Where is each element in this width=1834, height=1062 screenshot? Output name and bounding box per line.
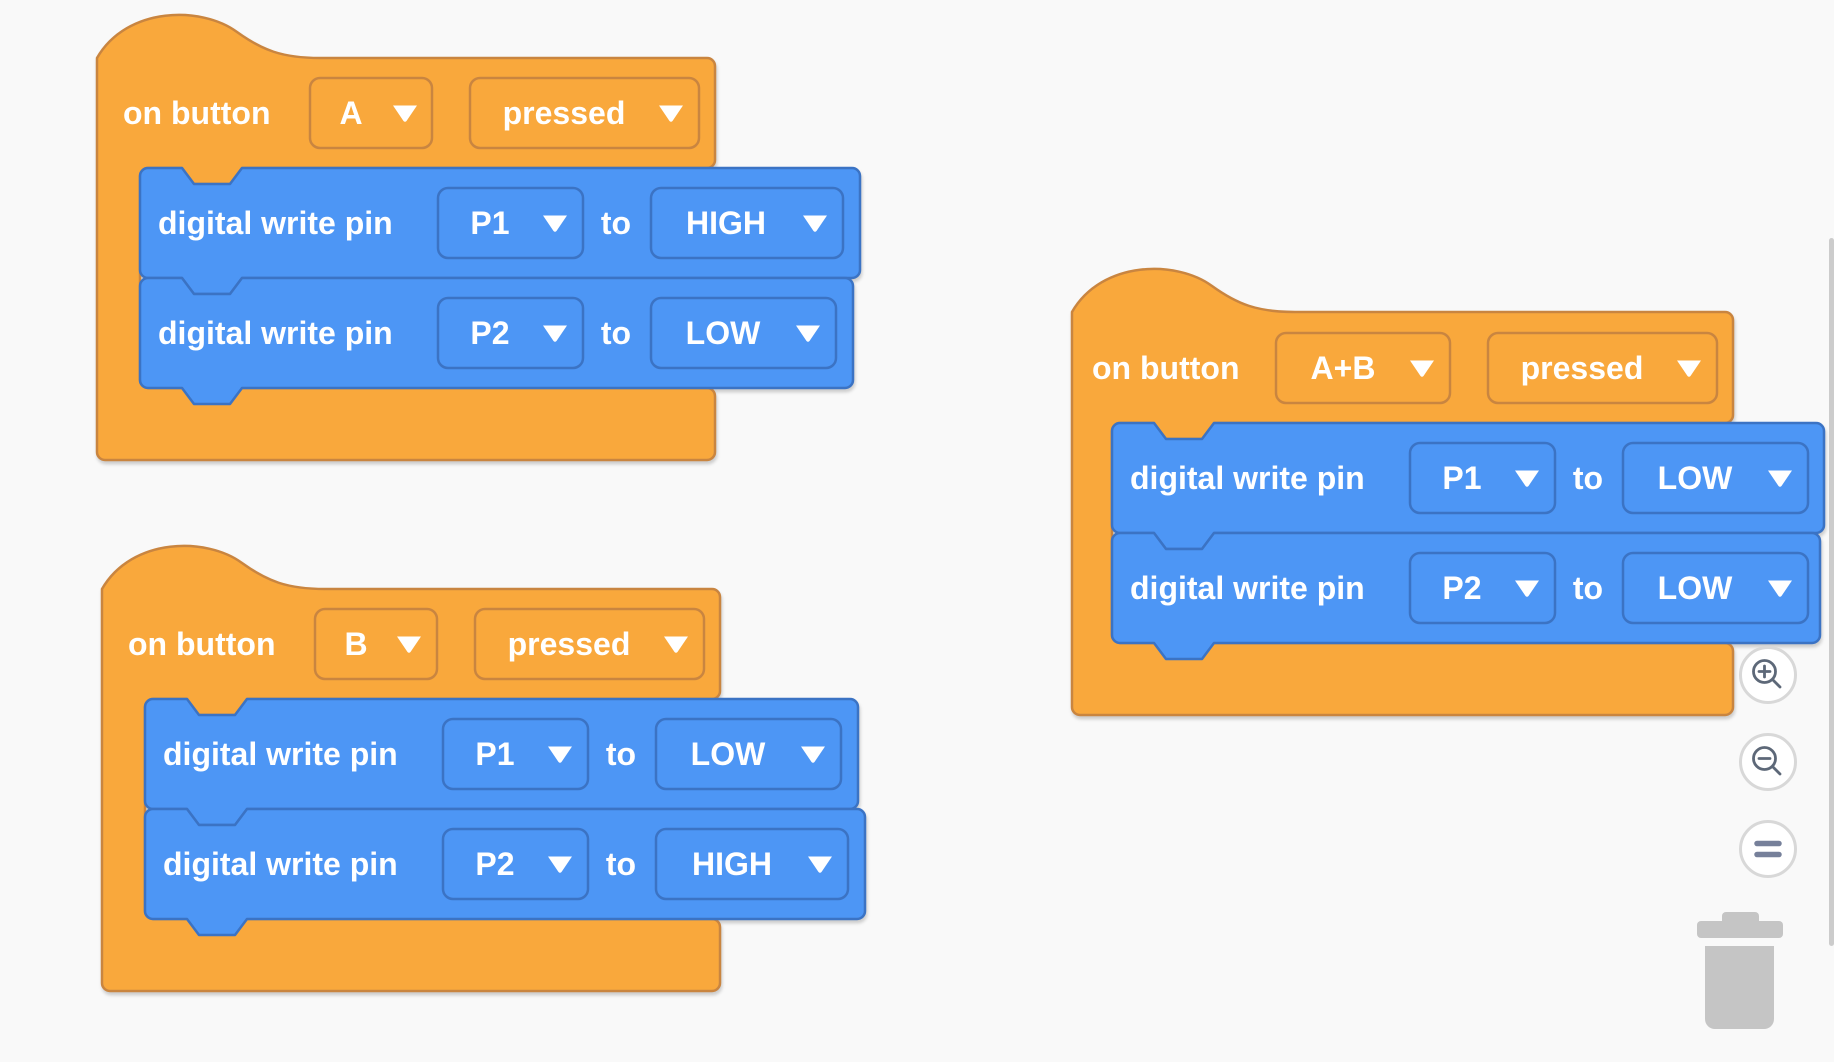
event-label: on button	[123, 95, 270, 131]
zoom-out-icon	[1752, 746, 1782, 776]
pin-dropdown-value: P2	[470, 315, 509, 351]
action-dropdown-value: pressed	[503, 95, 626, 131]
statement-label: digital write pin	[158, 315, 393, 351]
to-label: to	[1573, 460, 1603, 496]
to-label: to	[601, 205, 631, 241]
digital-write-pin-block[interactable]: digital write pin P2 to LOW	[1110, 531, 1822, 661]
statement-label: digital write pin	[1130, 570, 1365, 606]
to-label: to	[1573, 570, 1603, 606]
zoom-reset-button[interactable]	[1739, 820, 1797, 878]
trash-icon[interactable]	[1697, 912, 1783, 1029]
action-dropdown-value: pressed	[1521, 350, 1644, 386]
value-dropdown-value: LOW	[686, 315, 761, 351]
digital-write-pin-block[interactable]: digital write pin P1 to HIGH	[138, 166, 862, 296]
button-dropdown-value: B	[344, 626, 367, 662]
statement-label: digital write pin	[1130, 460, 1365, 496]
value-dropdown[interactable]: LOW	[649, 296, 838, 370]
statement-label: digital write pin	[158, 205, 393, 241]
value-dropdown-value: HIGH	[686, 205, 766, 241]
zoom-reset-icon	[1754, 840, 1782, 858]
script-on-button-a: on button A pressed digital write pin P1…	[95, 13, 862, 462]
button-dropdown[interactable]: A+B	[1274, 331, 1452, 405]
button-dropdown[interactable]: B	[313, 607, 439, 681]
pin-dropdown-value: P1	[470, 205, 509, 241]
script-on-button-b: on button B pressed digital write pin P1…	[100, 544, 867, 993]
value-dropdown-value: LOW	[1658, 570, 1733, 606]
value-dropdown[interactable]: LOW	[1621, 441, 1810, 515]
zoom-in-icon	[1752, 659, 1782, 689]
button-dropdown-value: A	[339, 95, 362, 131]
event-label: on button	[1092, 350, 1239, 386]
digital-write-pin-block[interactable]: digital write pin P1 to LOW	[1110, 421, 1826, 551]
to-label: to	[606, 736, 636, 772]
vertical-scrollbar[interactable]	[1829, 238, 1834, 946]
to-label: to	[606, 846, 636, 882]
event-label: on button	[128, 626, 275, 662]
value-dropdown[interactable]: LOW	[1621, 551, 1810, 625]
statement-label: digital write pin	[163, 846, 398, 882]
pin-dropdown-value: P2	[475, 846, 514, 882]
button-dropdown-value: A+B	[1311, 350, 1376, 386]
pin-dropdown[interactable]: P2	[436, 296, 585, 370]
pin-dropdown[interactable]: P1	[441, 717, 590, 791]
digital-write-pin-block[interactable]: digital write pin P2 to LOW	[138, 276, 855, 406]
pin-dropdown[interactable]: P1	[436, 186, 585, 260]
zoom-in-button[interactable]	[1739, 646, 1797, 704]
action-dropdown[interactable]: pressed	[1486, 331, 1719, 405]
value-dropdown[interactable]: HIGH	[654, 827, 850, 901]
value-dropdown-value: LOW	[691, 736, 766, 772]
value-dropdown-value: LOW	[1658, 460, 1733, 496]
pin-dropdown-value: P1	[1442, 460, 1481, 496]
pin-dropdown[interactable]: P1	[1408, 441, 1557, 515]
action-dropdown[interactable]: pressed	[468, 76, 701, 150]
value-dropdown-value: HIGH	[692, 846, 772, 882]
button-dropdown[interactable]: A	[308, 76, 434, 150]
script-on-button-a-plus-b: on button A+B pressed digital write pin …	[1070, 267, 1826, 717]
pin-dropdown[interactable]: P2	[441, 827, 590, 901]
action-dropdown[interactable]: pressed	[473, 607, 706, 681]
zoom-out-button[interactable]	[1739, 733, 1797, 791]
pin-dropdown-value: P2	[1442, 570, 1481, 606]
action-dropdown-value: pressed	[508, 626, 631, 662]
to-label: to	[601, 315, 631, 351]
value-dropdown[interactable]: LOW	[654, 717, 843, 791]
statement-label: digital write pin	[163, 736, 398, 772]
digital-write-pin-block[interactable]: digital write pin P2 to HIGH	[143, 807, 867, 937]
value-dropdown[interactable]: HIGH	[649, 186, 845, 260]
pin-dropdown-value: P1	[475, 736, 514, 772]
digital-write-pin-block[interactable]: digital write pin P1 to LOW	[143, 697, 860, 827]
pin-dropdown[interactable]: P2	[1408, 551, 1557, 625]
